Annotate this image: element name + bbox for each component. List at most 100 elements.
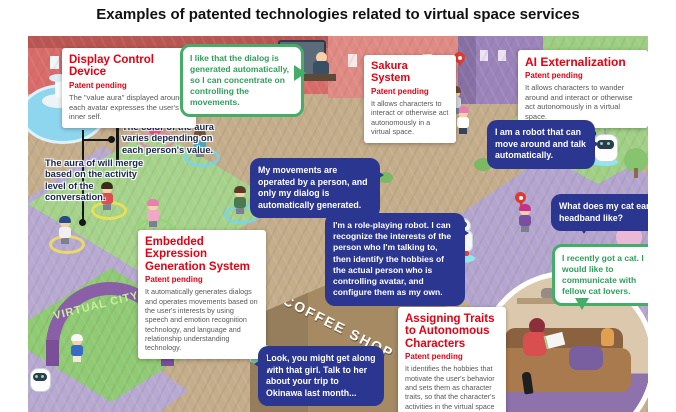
avatar-torso xyxy=(71,345,83,356)
callout-body: It allows characters to wander around an… xyxy=(525,82,633,122)
building-window xyxy=(50,56,59,69)
arch-post xyxy=(46,340,59,366)
avatar-pink-girl xyxy=(137,199,173,237)
bubble-tail xyxy=(371,167,392,183)
building-window xyxy=(498,50,506,61)
bubble-text: Look, you might get along with that girl… xyxy=(266,353,376,398)
bubble-tail xyxy=(246,356,267,372)
connector-dot xyxy=(79,219,86,226)
avatar-hair xyxy=(234,186,246,193)
bubble-cat-lover: I recently got a cat. I would like to co… xyxy=(552,244,648,311)
avatar-torso xyxy=(234,197,246,208)
bubble-text: My movements are operated by a person, a… xyxy=(258,165,368,210)
callout-embedded-expression: Embedded Expression Generation System Pa… xyxy=(138,230,266,359)
avatar-head xyxy=(235,188,245,198)
avatar-head xyxy=(520,206,530,216)
patent-status: Patent pending xyxy=(69,80,127,90)
sofa-seat xyxy=(497,348,631,392)
pin-dot xyxy=(518,195,523,200)
patent-status: Patent pending xyxy=(525,70,583,80)
connector-line xyxy=(82,130,84,222)
connector-line xyxy=(83,139,111,141)
avatar-torso xyxy=(147,210,159,221)
avatar-glasses-boy xyxy=(91,182,127,220)
callout-title: Assigning Traits to Autonomous Character… xyxy=(405,313,495,350)
avatar-hair xyxy=(194,129,206,136)
cat-orange xyxy=(601,328,614,346)
patent-status: Patent pending xyxy=(145,275,203,285)
callout-body: The "value aura" displayed around each a… xyxy=(69,92,184,122)
bubble-tail xyxy=(456,225,477,241)
building-window xyxy=(480,50,488,61)
operator-head xyxy=(316,52,327,63)
bubble-text: What does my cat ears headband like? xyxy=(559,201,648,223)
page-title: Examples of patented technologies relate… xyxy=(96,6,580,23)
annotation-bar xyxy=(116,123,119,163)
avatar-torso xyxy=(519,215,531,226)
robot-glow xyxy=(592,158,618,166)
callout-title: AI Externalization xyxy=(525,55,626,69)
bubble-tail xyxy=(294,65,314,81)
robot-antenna xyxy=(604,129,606,135)
avatar-head xyxy=(458,108,468,118)
avatar-hair xyxy=(59,216,71,223)
callout-title: Display Control Device xyxy=(69,54,154,79)
cat-gray xyxy=(541,288,557,298)
bubble-text: I am a robot that can move around and ta… xyxy=(495,127,586,161)
fountain-pillar xyxy=(55,78,63,98)
bubble-my-movements: My movements are operated by a person, a… xyxy=(250,158,384,219)
avatar-legs xyxy=(73,356,81,362)
bubble-cat-headband: What does my cat ears headband like? xyxy=(551,194,648,235)
avatar-torso xyxy=(101,193,113,204)
bubble-text: I like that the dialog is generated auto… xyxy=(190,53,290,108)
avatar-navy-girl xyxy=(49,216,85,254)
avatar-schoolgirl xyxy=(456,106,470,134)
bubble-role-playing: I'm a role-playing robot. I can recogniz… xyxy=(325,213,469,306)
callout-title: Sakura System xyxy=(371,60,411,84)
avatar-torso xyxy=(194,140,206,151)
fountain-top xyxy=(49,74,69,82)
avatar-legs xyxy=(459,128,467,134)
callout-body: It allows characters to interact or othe… xyxy=(371,98,449,137)
aura-merge-note: The aura of will merge based on the acti… xyxy=(45,158,144,202)
robot-corner xyxy=(30,368,51,392)
operator-body xyxy=(313,61,329,76)
avatar-cat-ears-girl xyxy=(518,204,532,232)
map-pin-icon xyxy=(454,52,465,67)
bubble-user-dialog: I like that the dialog is generated auto… xyxy=(180,44,306,118)
avatar-torso xyxy=(457,117,469,128)
building-window xyxy=(348,54,357,67)
callout-body: It identifies the hobbies that motivate … xyxy=(405,364,496,412)
pin-dot xyxy=(457,55,462,60)
callout-sakura-system: Sakura System Patent pending It allows c… xyxy=(364,55,456,143)
connector-dot xyxy=(108,136,115,143)
bubble-tail xyxy=(575,298,589,317)
callout-body: It automatically generates dialogs and o… xyxy=(145,287,258,353)
woman-hair xyxy=(529,318,545,334)
bubble-matchmaking: Look, you might get along with that girl… xyxy=(254,346,384,407)
bubble-robot-move: I am a robot that can move around and ta… xyxy=(487,120,599,169)
avatar-hair xyxy=(457,106,469,113)
avatar-green-boy xyxy=(224,186,260,224)
virtual-city-illustration: COFFEE SHOP VIRTUAL CITY xyxy=(28,36,648,412)
avatar-hair xyxy=(101,182,113,189)
bubble-tail xyxy=(586,136,607,152)
avatar-torso xyxy=(149,123,161,134)
cushion xyxy=(569,346,603,370)
callout-assigning-traits: Assigning Traits to Autonomous Character… xyxy=(398,307,506,412)
patent-status: Patent pending xyxy=(371,86,429,96)
avatar-head xyxy=(148,201,158,211)
woman-body xyxy=(523,332,547,356)
cat-ears-headband xyxy=(519,204,531,211)
avatar-head xyxy=(60,218,70,228)
patent-status: Patent pending xyxy=(405,352,463,362)
map-pin-icon xyxy=(515,192,526,207)
bubble-text: I'm a role-playing robot. I can recogniz… xyxy=(333,220,452,298)
bubble-text: I recently got a cat. I would like to co… xyxy=(562,253,644,297)
avatar-boy-teal xyxy=(184,129,220,167)
avatar-legs xyxy=(521,226,529,232)
callout-title: Embedded Expression Generation System xyxy=(145,236,250,273)
bubble-tail xyxy=(577,223,591,241)
avatar-torso xyxy=(59,227,71,238)
